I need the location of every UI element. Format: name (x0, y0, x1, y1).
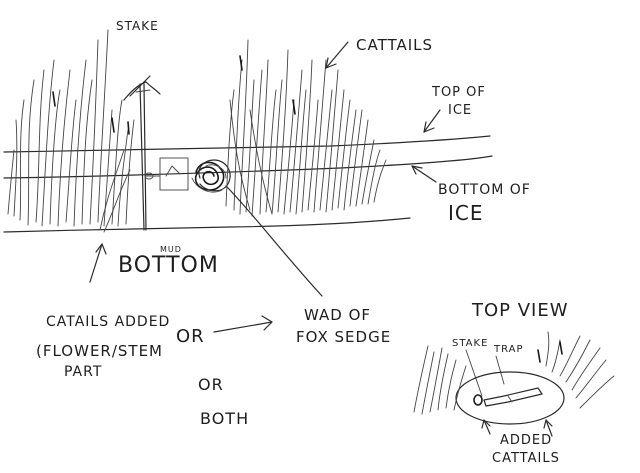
stake (123, 75, 161, 231)
mud-bottom-line (3, 217, 411, 233)
both-label: BOTH (200, 409, 249, 428)
top-of-ice-line (3, 135, 491, 153)
bottom-of-ice-label-1: BOTTOM OF (438, 182, 531, 198)
cattails-label: CATTAILS (356, 36, 433, 54)
trap-top-label: TRAP (493, 344, 524, 355)
wad-of-label-2: FOX SEDGE (296, 328, 391, 346)
top-view-label: TOP VIEW (471, 300, 569, 321)
or-label-1: OR (176, 326, 205, 347)
bottom-of-ice-line (3, 155, 493, 179)
stake-label: STAKE (116, 19, 159, 33)
catails-added-label-2: (FLOWER/STEM (36, 342, 163, 360)
trap (144, 157, 189, 191)
mud-label: MUD (160, 245, 182, 254)
top-of-ice-label-1: TOP OF (431, 85, 486, 100)
top-view-diagram (413, 331, 615, 425)
bottom-of-ice-label-2: ICE (448, 201, 484, 225)
catails-added-label-1: CATAILS ADDED (46, 314, 170, 330)
top-of-ice-label-2: ICE (448, 103, 472, 118)
wad-of-label-1: WAD OF (304, 306, 371, 324)
added-label-1: ADDED (500, 433, 552, 448)
added-label-2: CATTAILS (492, 451, 560, 466)
left-cattail-cluster (7, 29, 135, 233)
bottom-label: BOTTOM (118, 253, 219, 278)
stake-top-label: STAKE (452, 338, 488, 349)
right-cattail-cluster (225, 39, 387, 217)
catails-added-label-3: PART (64, 364, 102, 380)
or-label-2: OR (198, 375, 224, 394)
arrows (89, 41, 553, 437)
fox-sedge-wad (191, 159, 231, 193)
